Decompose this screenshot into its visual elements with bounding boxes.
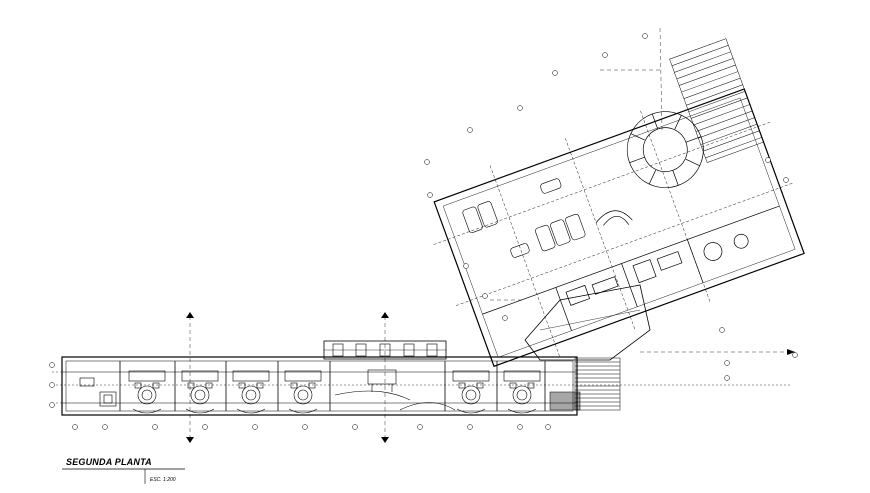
main-building xyxy=(433,88,805,368)
junction-stair xyxy=(549,357,621,411)
suite-details xyxy=(79,369,541,414)
axis-lines xyxy=(189,27,795,440)
axis-bubbles xyxy=(49,33,798,430)
east-ramp xyxy=(669,38,764,163)
drawing-scale: ESC. 1:200 xyxy=(150,477,176,483)
junction-wedge xyxy=(524,284,651,361)
west-wing xyxy=(52,340,790,416)
section-markers xyxy=(186,312,795,443)
title-underline xyxy=(62,468,185,484)
drawing-title: SEGUNDA PLANTA xyxy=(66,457,152,467)
